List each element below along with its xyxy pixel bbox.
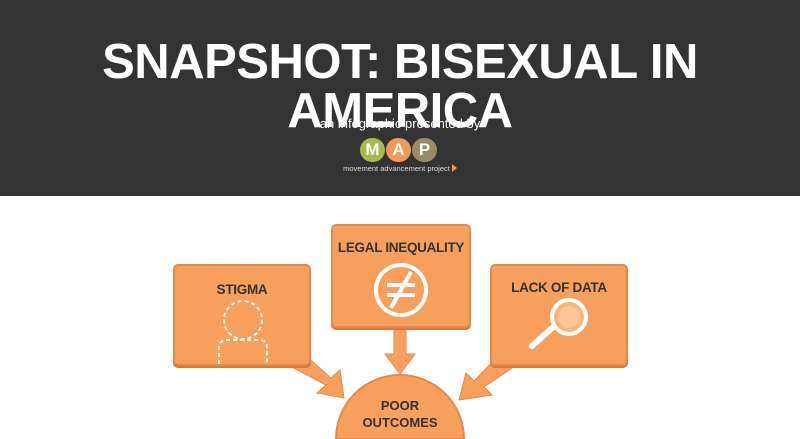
poor-outcomes-label: POOR OUTCOMES — [340, 397, 460, 431]
legal-inequality-label: LEGAL INEQUALITY — [337, 240, 465, 255]
presented-by-text: an infographic presented by — [319, 116, 481, 131]
page-title: SNAPSHOT: BISEXUAL IN AMERICA — [102, 35, 698, 138]
legal-inequality-box: LEGAL INEQUALITY — [331, 224, 471, 328]
map-logo[interactable]: M A P movement advancement project — [340, 138, 460, 178]
diagram-area: STIGMA LEGAL INEQUALITY LACK OF DATA POO… — [0, 196, 800, 439]
outcome-semicircle — [334, 374, 466, 439]
stigma-box: STIGMA — [173, 264, 311, 366]
logo-letter-m: M — [360, 138, 385, 162]
play-triangle-icon — [451, 164, 457, 172]
lack-of-data-label: LACK OF DATA — [511, 280, 607, 295]
header-banner: SNAPSHOT: BISEXUAL IN AMERICA an infogra… — [0, 0, 800, 196]
diagram-arrows — [289, 325, 513, 439]
logo-letter-a: A — [386, 138, 411, 162]
arrow-from-data — [458, 355, 513, 401]
outcome-line-1: POOR — [380, 398, 420, 413]
outcome-line-2: OUTCOMES — [362, 415, 438, 430]
arrow-from-legal — [384, 325, 416, 375]
magnifier-icon — [529, 298, 588, 349]
stigma-label: STIGMA — [216, 282, 268, 297]
logo-letter-p: P — [412, 138, 437, 162]
lack-of-data-box: LACK OF DATA — [490, 264, 628, 366]
person-outline-icon — [218, 300, 268, 364]
not-equal-icon — [374, 263, 428, 317]
logo-tagline: movement advancement project — [340, 164, 460, 173]
